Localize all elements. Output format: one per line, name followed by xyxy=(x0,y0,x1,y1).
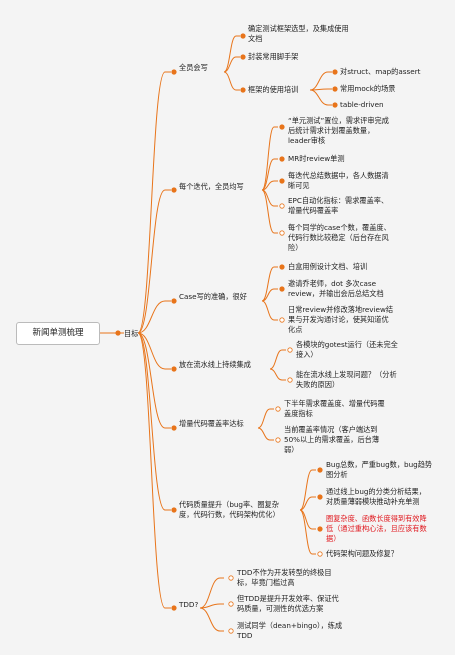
dot-b4 xyxy=(171,366,177,372)
leaf-2-4[interactable]: EPC自动化指标：需求覆盖率、增量代码覆盖率 xyxy=(288,196,389,215)
edge-4-2 xyxy=(269,368,286,381)
leaf-6-4[interactable]: 代码架构问题及修复？ xyxy=(326,549,398,558)
edge-1-3 xyxy=(223,71,240,91)
edge-goal-b6 xyxy=(137,332,171,511)
edge-2-2 xyxy=(261,158,278,191)
leaf-1-3-1[interactable]: 对struct、map的assert xyxy=(340,67,421,76)
dot-4-1 xyxy=(287,347,293,353)
edge-goal-b3 xyxy=(137,300,171,334)
edge-goal-b4 xyxy=(137,332,171,370)
leaf-1-3-2[interactable]: 常用mock的场景 xyxy=(340,84,396,93)
leaf-4-2[interactable]: 能在流水线上发现问题？（分析失败的原因） xyxy=(296,370,397,389)
dot-7-3 xyxy=(228,628,234,634)
dot-1-3-3 xyxy=(332,102,338,108)
edge-2-5 xyxy=(261,189,278,234)
edge-3-3 xyxy=(261,300,278,321)
dot-1-3-2 xyxy=(332,86,338,92)
leaf-7-1[interactable]: TDD不作为开发转型的终极目标，毕竟门槛过高 xyxy=(237,568,332,587)
dot-7-1 xyxy=(228,575,234,581)
leaf-1-3-3[interactable]: table-driven xyxy=(340,100,384,109)
branch-case-accurate[interactable]: Case写的准确，很好 xyxy=(179,292,247,301)
leaf-1-2[interactable]: 封装常用脚手架 xyxy=(248,52,299,61)
branch-all-can-write[interactable]: 全员会写 xyxy=(179,63,208,72)
leaf-6-2[interactable]: 通过线上bug的分类分析结果，对质量薄弱模块推动补充单测 xyxy=(326,487,426,506)
leaf-2-5[interactable]: 每个同学的case个数，覆盖度、代码行数比较稳定（后台存在风险） xyxy=(288,223,391,252)
dot-1-1 xyxy=(240,33,246,39)
leaf-4-1[interactable]: 各模块的gotest运行（还未完全接入） xyxy=(296,340,398,359)
dot-1-2 xyxy=(240,54,246,60)
edge-1-2 xyxy=(223,56,240,73)
dot-5-1 xyxy=(275,406,281,412)
edge-goal-b7 xyxy=(137,332,171,609)
edge-3-2 xyxy=(261,288,278,302)
branch-tdd[interactable]: TDD? xyxy=(179,600,199,609)
branch-ci-pipeline[interactable]: 放在流水线上持续集成 xyxy=(179,360,251,369)
leaf-7-2[interactable]: 但TDD是提升开发效率、保证代码质量，可测性的优选方案 xyxy=(237,594,339,613)
edge-1-3-1 xyxy=(309,71,332,91)
dot-b5 xyxy=(171,425,177,431)
edge-goal-b5 xyxy=(137,332,171,429)
leaf-1-1[interactable]: 确定测试框架选型，及集成使用文档 xyxy=(248,24,349,43)
edge-7-3 xyxy=(199,607,224,632)
dot-7-2 xyxy=(228,601,234,607)
dot-3-3 xyxy=(279,317,285,323)
branch-incremental-coverage[interactable]: 增量代码覆盖率达标 xyxy=(179,419,244,428)
dot-1-3-1 xyxy=(332,69,338,75)
dot-2-5 xyxy=(279,230,285,236)
edge-7-2 xyxy=(199,603,224,609)
edge-6-4 xyxy=(299,509,316,555)
dot-2-1 xyxy=(279,124,285,130)
edge-5-2 xyxy=(257,427,274,441)
edge-1-3-3 xyxy=(309,89,332,106)
edge-5-1 xyxy=(257,408,274,429)
branch-code-quality[interactable]: 代码质量提升（bug率、圈复杂度，代码行数，代码架构优化） xyxy=(179,500,280,519)
edge-2-3 xyxy=(261,180,278,191)
goal-node[interactable]: 目标 xyxy=(124,329,139,338)
dot-4-2 xyxy=(287,377,293,383)
dot-b7 xyxy=(171,605,177,611)
leaf-2-2[interactable]: MR时review单测 xyxy=(288,154,345,163)
edge-4-1 xyxy=(269,349,286,370)
dot-2-4 xyxy=(279,203,285,209)
edge-goal-b1 xyxy=(137,71,171,334)
root-node[interactable]: 新闻单测梳理 xyxy=(16,322,100,345)
edge-7-1 xyxy=(199,577,224,609)
branch-every-iteration[interactable]: 每个迭代，全员均写 xyxy=(179,182,244,191)
dot-b2 xyxy=(171,187,177,193)
leaf-2-1[interactable]: “单元测试”置位，需求评审完成后统计需求计划覆盖数量，leader审核 xyxy=(288,116,389,145)
dot-b3 xyxy=(171,298,177,304)
dot-6-4 xyxy=(317,551,323,557)
leaf-6-1[interactable]: Bug总数，严重bug数，bug趋势图分析 xyxy=(326,460,433,479)
dot-3-2 xyxy=(279,286,285,292)
dot-5-2 xyxy=(275,437,281,443)
dot-2-2 xyxy=(279,156,285,162)
edge-1-1 xyxy=(223,35,240,73)
dot-b6 xyxy=(171,507,177,513)
leaf-6-3-highlight[interactable]: 圈复杂度、函数长度得到有效降低（通过重构心法，且应该有数据） xyxy=(326,514,427,543)
dot-1-3 xyxy=(240,87,246,93)
edge-6-1 xyxy=(299,469,316,511)
dot-3-1 xyxy=(279,264,285,270)
dot-2-3 xyxy=(279,178,285,184)
leaf-1-3[interactable]: 框架的使用培训 xyxy=(248,85,299,94)
dot-6-1 xyxy=(317,467,323,473)
leaf-2-3[interactable]: 每迭代总结数据中，各人数据清晰可见 xyxy=(288,171,389,190)
dot-6-2 xyxy=(317,494,323,500)
leaf-3-3[interactable]: 日常review并修改落地review结果与开发沟通讨论，使其知道优化点 xyxy=(288,305,394,334)
dot-6-3 xyxy=(317,526,323,532)
leaf-3-1[interactable]: 白盒用例设计文档、培训 xyxy=(288,262,368,271)
leaf-5-1[interactable]: 下半年需求覆盖度、增量代码覆盖度指标 xyxy=(284,399,385,418)
edge-3-1 xyxy=(261,266,278,302)
dot-b1 xyxy=(171,69,177,75)
dot-goal xyxy=(115,330,121,336)
edge-goal-b2 xyxy=(137,189,171,334)
edge-6-2 xyxy=(299,496,316,511)
